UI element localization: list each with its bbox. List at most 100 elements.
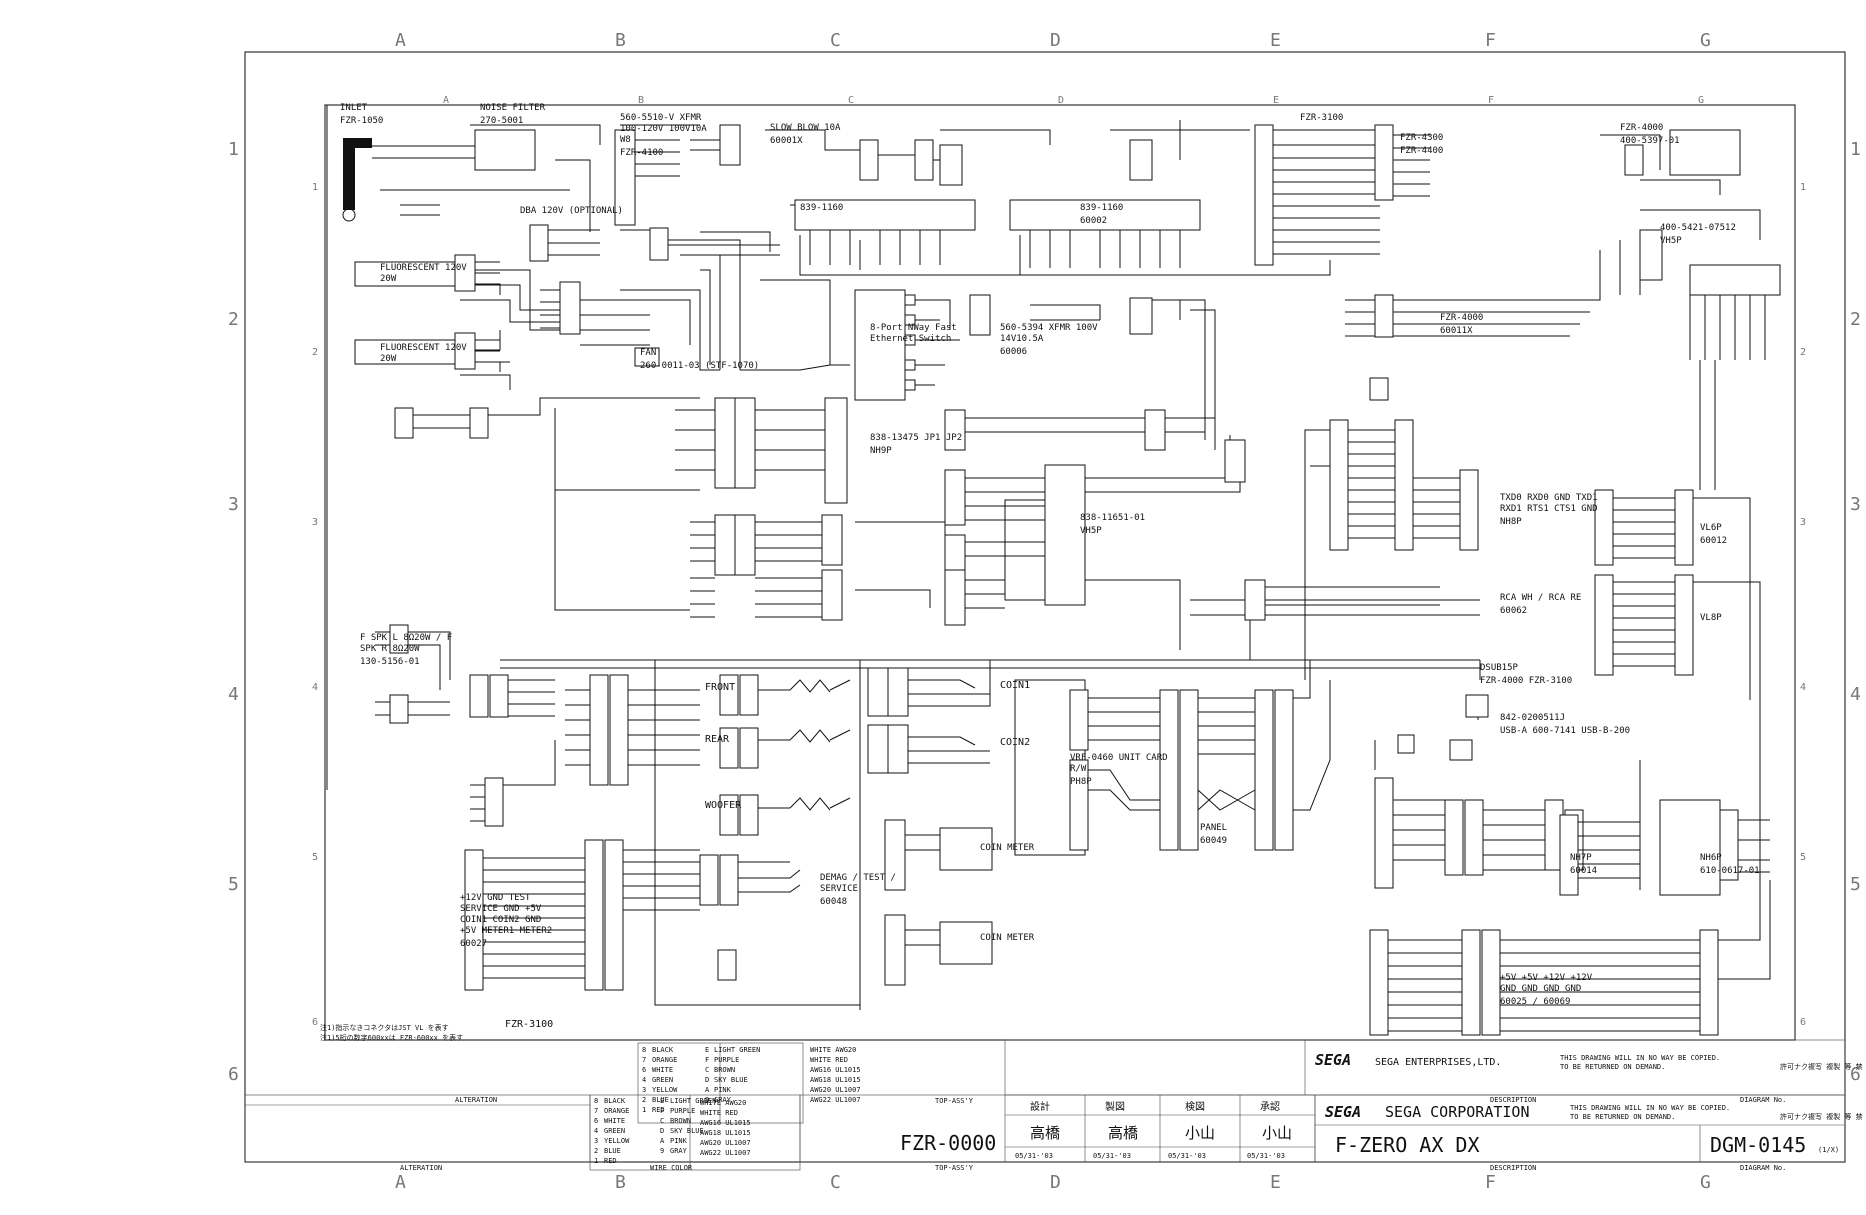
inner-row-label: 4 <box>1800 682 1806 693</box>
block-label: SPK R 8Ω20W <box>360 644 420 654</box>
row-label-left: 3 <box>228 494 239 515</box>
sega-logo: SEGA <box>1325 1103 1361 1121</box>
top-assy-label: TOP-ASS'Y <box>935 1097 974 1105</box>
color-name-2: GRAY <box>670 1147 688 1155</box>
ac14v-connector <box>944 409 966 451</box>
color-name-2: PURPLE <box>714 1056 739 1064</box>
power-strip-1 <box>794 199 976 231</box>
block-sublabel: 60011X <box>1440 326 1473 336</box>
60026b-connector-a <box>1254 689 1274 851</box>
block-label: PANEL <box>1200 823 1227 833</box>
drawing-title: F-ZERO AX DX <box>1335 1133 1480 1157</box>
block-sublabel: 60002 <box>1080 216 1107 226</box>
block-label: TXD0 RXD0 GND TXD1 <box>1500 493 1598 503</box>
copy-notice: THIS DRAWING WILL IN NO WAY BE COPIED. <box>1570 1104 1730 1112</box>
block-sublabel: 60048 <box>820 897 847 907</box>
sign-name-2: 高橋 <box>1108 1124 1138 1142</box>
rear-connector-b <box>739 727 759 769</box>
block-sublabel: 60025 / 60069 <box>1500 997 1570 1007</box>
sign-head-2: 製図 <box>1105 1100 1125 1113</box>
block-sublabel: 60027 <box>460 939 487 949</box>
description-label-bottom: DESCRIPTION <box>1490 1164 1536 1172</box>
row-label-right: 6 <box>1850 1064 1861 1085</box>
coin2-connector-a <box>867 724 889 774</box>
block-sublabel: USB-A 600-7141 USB-B-200 <box>1500 726 1630 736</box>
60034-connector-c <box>1464 799 1484 876</box>
title-block: ALTERATION ALTERATION WIRE COLOR TOP-ASS… <box>244 1039 1863 1172</box>
60027-connector-b <box>584 839 604 991</box>
block-sublabel: 60006 <box>1000 347 1027 357</box>
sign-name-4: 小山 <box>1262 1124 1292 1142</box>
inner-row-label: 3 <box>312 517 318 528</box>
color-name: BLUE <box>604 1147 621 1155</box>
block-label: FZR-4300 <box>1400 133 1443 143</box>
fzr-4000-connector-b <box>1374 294 1394 338</box>
block-label: 8-Port NWay Fast <box>870 323 957 333</box>
block-label: 560-5510-V XFMR <box>620 113 702 123</box>
rca-connector <box>1244 579 1266 621</box>
fzr-3100-ref: FZR-3100 <box>505 1019 553 1030</box>
block-label: NH7P <box>1570 853 1592 863</box>
block-sublabel: 60014 <box>1570 866 1597 876</box>
wire-example: AWG20 UL1007 <box>700 1139 751 1147</box>
color-name: GREEN <box>604 1127 625 1135</box>
fzr-4000-connector-a <box>1624 144 1644 176</box>
part-number: FZR-0000 <box>900 1131 996 1155</box>
block-label: NOISE FILTER <box>480 103 546 113</box>
inner-column-label: C <box>848 95 854 106</box>
color-code: D <box>705 1076 709 1084</box>
block-label: 560-5394 XFMR 100V <box>1000 323 1098 333</box>
color-name: YELLOW <box>604 1137 630 1145</box>
block-label: 842-0200511J <box>1500 713 1565 723</box>
block-label: 400-5421-07512 <box>1660 223 1736 233</box>
company-name: SEGA CORPORATION <box>1385 1103 1530 1121</box>
color-name-2: PINK <box>670 1137 688 1145</box>
block-label: DEMAG / TEST / <box>820 873 896 883</box>
60070-connector-a <box>714 397 736 489</box>
lp-connector <box>944 469 966 526</box>
color-num: 2 <box>642 1096 646 1104</box>
dba-connector-2 <box>649 227 669 261</box>
60034-connector-b <box>1444 799 1464 876</box>
block-sublabel: 130-5156-01 <box>360 657 420 667</box>
ph8p-connector <box>1069 759 1089 851</box>
block-label: FZR-4000 <box>1440 313 1483 323</box>
column-label-top: C <box>830 30 841 51</box>
60039-connector <box>394 407 414 439</box>
color-name: YELLOW <box>652 1086 678 1094</box>
fzr-1400-connector-b <box>609 674 629 786</box>
block-label: RCA WH / RCA RE <box>1500 593 1581 603</box>
amp-board-inner <box>1004 499 1046 601</box>
pwr-connector-b <box>914 139 934 181</box>
wire-example: AWG22 UL1007 <box>700 1149 751 1157</box>
coin1-connector-b <box>887 667 909 717</box>
fluorescent-lamp-2-box <box>354 339 456 365</box>
usb-b-200-icon <box>1397 734 1415 754</box>
date-2: 05/31-'03 <box>1093 1152 1131 1160</box>
color-code: C <box>705 1066 709 1074</box>
in-connector <box>944 569 966 626</box>
color-name-2: GRAY <box>714 1096 732 1104</box>
color-num: 4 <box>642 1076 646 1084</box>
block-label: R/W <box>1070 764 1087 774</box>
vh6p-box <box>1689 264 1781 296</box>
color-num: 1 <box>642 1106 646 1114</box>
sega-logo-old: SEGA <box>1315 1051 1351 1069</box>
color-num: 7 <box>594 1107 598 1115</box>
top-assy-label-bottom: TOP-ASS'Y <box>935 1164 974 1172</box>
60049-connector-b <box>1179 689 1199 851</box>
color-code: F <box>705 1056 709 1064</box>
inner-row-label: 1 <box>1800 182 1806 193</box>
fan-box <box>634 347 660 367</box>
wire-example: AWG20 UL1007 <box>810 1086 861 1094</box>
60041-connector-b <box>489 674 509 718</box>
row-label-right: 1 <box>1850 139 1861 160</box>
jp-notice-old: 許可ナク複写 複製 等 禁 <box>1780 1062 1863 1071</box>
